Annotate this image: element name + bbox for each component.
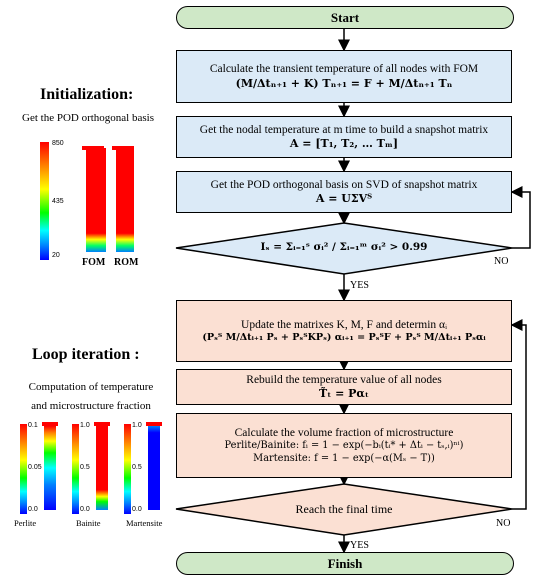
loop-step2-equation: T̃ₜ = Pαₜ xyxy=(319,387,369,401)
tick-850: 850 xyxy=(52,140,64,147)
init-step2-equation: A = [T₁, T₂, … Tₘ] xyxy=(289,137,399,151)
microstructure-figure: 0.1 0.05 0.0 Perlite 1.0 0.5 0.0 Bainite… xyxy=(14,418,170,536)
loop-subtitle-line2: and microstructure fraction xyxy=(31,400,151,412)
init-title: Initialization: xyxy=(40,86,134,103)
loop-step-volume-fraction: Calculate the volume fraction of microst… xyxy=(176,413,512,478)
loop-step3-equation-martensite: Martensite: f = 1 − exp(−α(Mₛ − T)) xyxy=(253,452,435,464)
loop-subtitle-line1: Computation of temperature xyxy=(28,381,154,393)
init-step-fom: Calculate the transient temperature of a… xyxy=(176,50,512,103)
tick-20: 20 xyxy=(52,252,60,259)
loop-step1-text: Update the matrixes K, M, F and determin… xyxy=(241,318,447,331)
loop-step3-text: Calculate the volume fraction of microst… xyxy=(234,427,454,440)
loop-step2-text: Rebuild the temperature value of all nod… xyxy=(246,373,442,386)
temperature-colorbar xyxy=(40,142,49,260)
loop-step3-equation-perlite: Perlite/Bainite: fᵢ = 1 − exp(−bᵢ(tᵢ* + … xyxy=(224,440,464,452)
start-label: Start xyxy=(330,9,360,25)
martensite-label: Martensite xyxy=(126,518,163,528)
loop-yes-label: YES xyxy=(350,540,369,551)
init-step-snapshot: Get the nodal temperature at m time to b… xyxy=(176,116,512,158)
init-step1-text: Calculate the transient temperature of a… xyxy=(209,63,479,76)
fom-label: FOM xyxy=(82,257,106,268)
init-subtitle: Get the POD orthogonal basis xyxy=(22,112,154,124)
init-no-label: NO xyxy=(494,256,509,267)
init-step3-equation: A = UΣVᵀ xyxy=(315,192,373,206)
init-step3-text: Get the POD orthogonal basis on SVD of s… xyxy=(210,178,478,191)
loop-step-update-matrices: Update the matrixes K, M, F and determin… xyxy=(176,300,512,362)
init-yes-label: YES xyxy=(350,280,369,291)
martensite-colorbar xyxy=(124,424,131,514)
rom-label: ROM xyxy=(114,257,139,268)
tick-435: 435 xyxy=(52,198,64,205)
bainite-colorbar xyxy=(72,424,79,514)
decision-pod-equation: Iₛ = Σᵢ₌₁ˢ σᵢ² / Σᵢ₌₁ᵐ σᵢ² > 0.99 xyxy=(260,241,428,253)
start-terminal: Start xyxy=(176,6,514,29)
bainite-bar xyxy=(96,426,108,510)
loop-step1-equation: (Pₛᵀ M/Δtᵢ₊₁ Pₛ + PₛᵀKPₛ) αᵢ₊₁ = PₛᵀF + … xyxy=(202,332,486,344)
pod-figure: 850 435 20 FOM ROM xyxy=(34,134,156,276)
init-step-svd: Get the POD orthogonal basis on SVD of s… xyxy=(176,171,512,213)
rom-bar xyxy=(116,148,134,252)
loop-title: Loop iteration : xyxy=(32,346,140,363)
martensite-bar xyxy=(148,426,160,510)
decision-final-time-text: Reach the final time xyxy=(295,502,393,516)
bainite-label: Bainite xyxy=(76,518,101,528)
fom-bar xyxy=(86,148,106,252)
finish-terminal: Finish xyxy=(176,552,514,575)
finish-label: Finish xyxy=(327,555,363,571)
loop-no-label: NO xyxy=(496,518,511,529)
perlite-bar xyxy=(44,426,56,510)
loop-step-rebuild: Rebuild the temperature value of all nod… xyxy=(176,369,512,405)
init-step2-text: Get the nodal temperature at m time to b… xyxy=(199,123,489,136)
init-step1-equation: (M/Δtₙ₊₁ + K) Tₙ₊₁ = F + M/Δtₙ₊₁ Tₙ xyxy=(235,76,453,90)
perlite-colorbar xyxy=(20,424,27,514)
perlite-label: Perlite xyxy=(14,518,37,528)
